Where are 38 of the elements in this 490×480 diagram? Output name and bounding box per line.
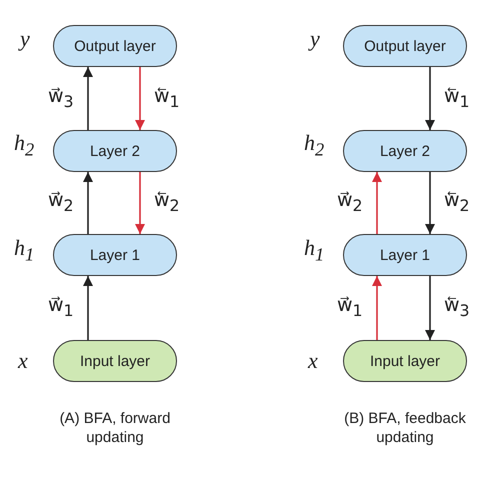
layer-box: Layer 2 <box>343 130 467 172</box>
edge-label: w⃖$_{1}$ <box>154 86 180 110</box>
arrow <box>372 276 382 340</box>
panel-caption: (B) BFA, feedback updating <box>343 410 467 448</box>
layer-box: Input layer <box>343 340 467 382</box>
edge-label: w⃖$_{1}$ <box>444 86 470 110</box>
arrow <box>425 276 435 340</box>
panel-caption: (A) BFA, forward updating <box>58 410 172 448</box>
variable-label: h$_{2}$ <box>304 132 324 159</box>
edge-label: w⃗$_{1}$ <box>337 296 363 319</box>
variable-label: y <box>310 28 320 50</box>
edge-label: w⃗$_{3}$ <box>48 86 74 110</box>
edge-label: w⃗$_{2}$ <box>337 191 363 214</box>
variable-label: h$_{2}$ <box>14 132 34 159</box>
layer-box: Layer 1 <box>343 234 467 276</box>
edge-label: w⃗$_{2}$ <box>48 191 74 214</box>
edge-label: w⃗$_{1}$ <box>48 296 74 319</box>
arrow <box>372 172 382 234</box>
layer-box: Output layer <box>343 25 467 67</box>
arrow <box>83 67 93 130</box>
variable-label: h$_{1}$ <box>14 237 34 264</box>
variable-label: y <box>20 28 30 50</box>
edge-label: w⃖$_{2}$ <box>154 191 180 214</box>
edge-label: w⃖$_{2}$ <box>444 191 470 214</box>
variable-label: x <box>308 350 318 372</box>
arrow <box>83 172 93 234</box>
variable-label: x <box>18 350 28 372</box>
layer-box: Input layer <box>53 340 177 382</box>
layer-box: Output layer <box>53 25 177 67</box>
arrow <box>425 67 435 130</box>
arrow <box>135 172 145 234</box>
arrow <box>425 172 435 234</box>
layer-box: Layer 1 <box>53 234 177 276</box>
edge-label: w⃖$_{3}$ <box>444 296 470 319</box>
layer-box: Layer 2 <box>53 130 177 172</box>
variable-label: h$_{1}$ <box>304 237 324 264</box>
arrow <box>83 276 93 340</box>
arrow <box>135 67 145 130</box>
